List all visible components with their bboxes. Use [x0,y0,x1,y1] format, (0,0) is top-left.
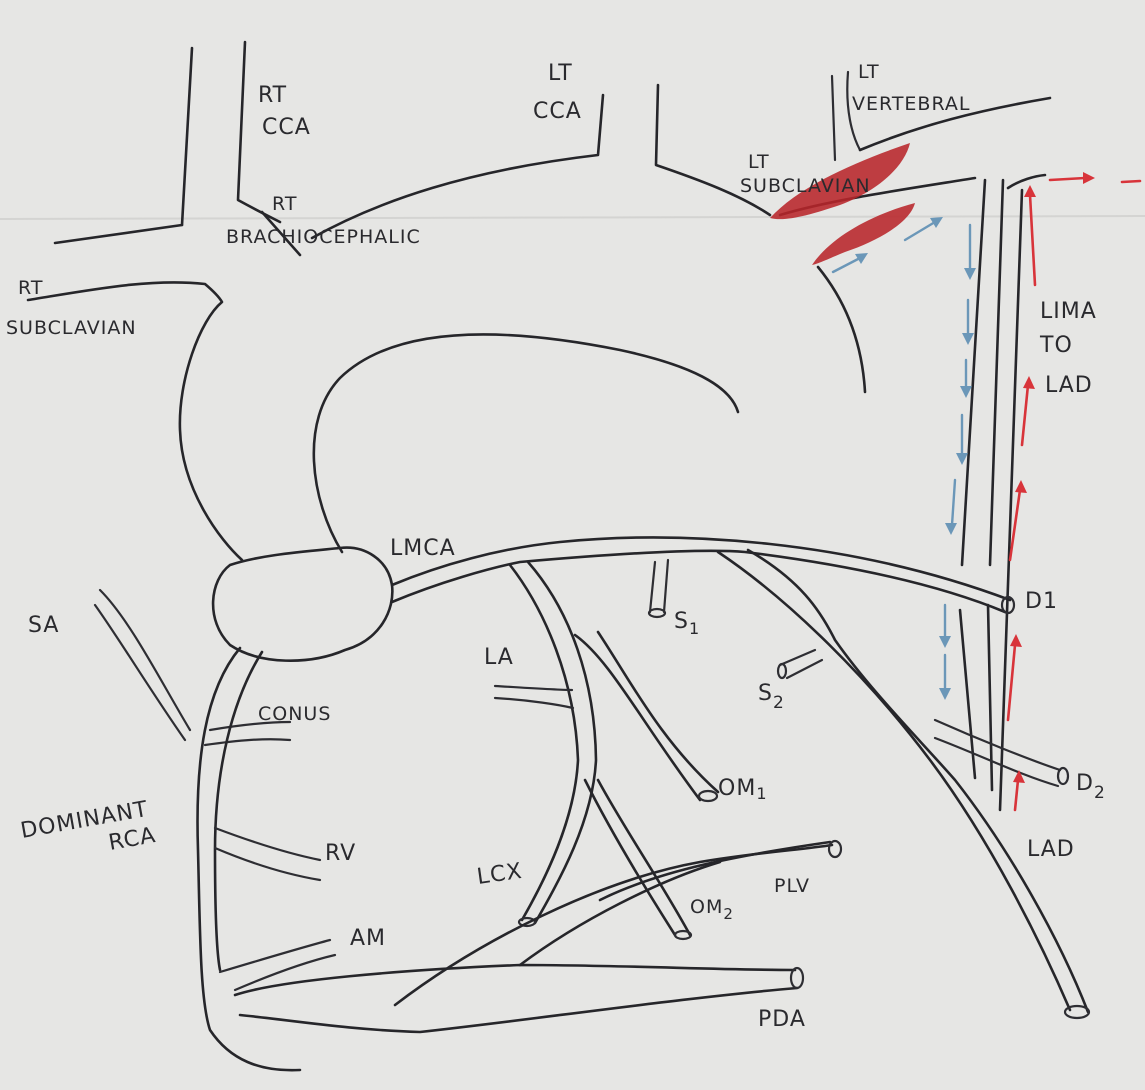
right-coronary-system [95,590,841,1070]
s1-branch [650,560,668,612]
label-lt-vertebral-2: VERTEBRAL [852,93,970,115]
inner-arch-wall [314,334,738,552]
lcx-right-wall [528,562,596,923]
sa-branch [95,590,190,740]
label-lima-3: LAD [1045,373,1093,398]
label-dominant-rca-2: RCA [107,823,158,856]
label-lt-subclavian-1: LT [748,151,770,173]
subclavian-stenosis [770,143,915,265]
label-lt-cca-2: CCA [533,99,582,124]
rt-subclavian-upper-wall [55,225,182,243]
label-rv: RV [325,841,356,866]
s2-tip [778,664,786,678]
graft-flow-arrows [1008,172,1140,810]
label-d1: D1 [1025,589,1058,614]
d2-branch [935,720,1060,786]
label-rt-cca-2: CCA [262,115,311,140]
pda-tip [791,968,803,988]
s1-tip [649,609,665,617]
label-lad: LAD [1027,837,1075,862]
label-om1: OM1 [718,776,768,803]
label-lt-cca-1: LT [548,61,573,86]
lad-right-wall [748,550,1088,1012]
conus-branch [205,722,290,745]
label-lt-vertebral-1: LT [858,61,880,83]
rca-inner-wall [215,652,262,970]
label-lima-2: TO [1039,333,1073,358]
plv-tip [829,841,841,857]
lmca-lad-lower-wall [392,551,1005,612]
la-branch [495,686,573,708]
aortic-root [213,548,392,661]
lt-vertebral-left-wall [832,76,835,160]
rv-branch [215,828,320,880]
om2-branch [585,780,690,935]
label-s2: S2 [758,681,785,713]
label-rt-subclavian-1: RT [18,277,43,299]
label-rt-brachio-2: BRACHIOCEPHALIC [226,226,421,248]
om1-tip [699,791,717,801]
pda-upper-wall [235,965,795,995]
label-sa: SA [28,613,59,638]
descending-aorta-wall [818,267,865,392]
label-lt-subclavian-2: SUBCLAVIAN [740,175,871,197]
label-om2: OM2 [690,896,734,923]
rt-cca-left-wall [182,48,192,225]
label-conus: CONUS [258,703,331,725]
om1-branch [575,632,718,800]
label-d2: D2 [1076,771,1106,803]
d2-tip [1058,768,1068,784]
paper-fold [0,216,1145,219]
aortic-sinus [213,548,392,661]
label-rt-subclavian-2: SUBCLAVIAN [6,317,137,339]
label-rt-brachio-1: RT [272,193,297,215]
lad-tip [1065,1006,1089,1018]
label-am: AM [350,926,386,951]
am-branch [220,940,335,990]
label-lima-1: LIMA [1040,299,1097,324]
lima-mid-wall [988,180,1003,790]
label-lmca: LMCA [390,536,456,561]
label-plv: PLV [774,875,810,897]
label-la: LA [484,645,514,670]
plv-lower-wall [395,845,832,1005]
native-flow-arrows [833,217,976,700]
label-pda: PDA [758,1007,806,1032]
pda-lower-wall [240,988,797,1032]
label-rt-cca-1: RT [258,83,287,108]
lmca-lad-upper-wall [392,538,1010,600]
label-lcx: LCX [475,859,524,890]
label-s1: S1 [674,609,700,638]
